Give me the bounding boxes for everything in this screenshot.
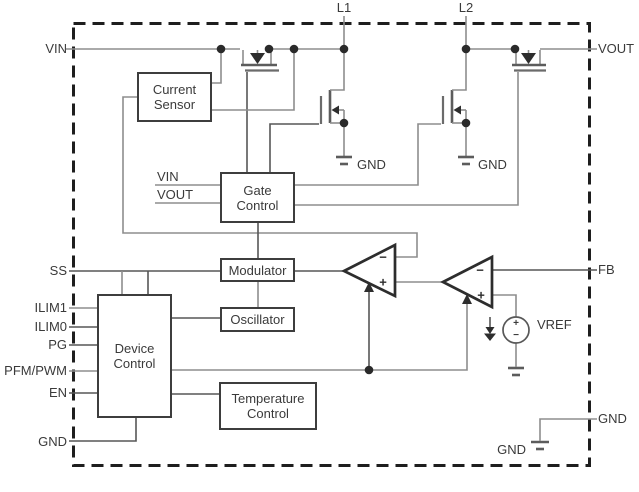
pin-l2: L2 (458, 0, 474, 15)
block-current-sensor: Current Sensor (137, 72, 212, 122)
vref-source (484, 316, 530, 344)
pin-gnd-right: GND (598, 411, 627, 426)
control-wires (172, 269, 597, 441)
pin-fb: FB (598, 262, 615, 277)
ground-symbol-switch1 (336, 155, 352, 166)
vref-minus-sign: − (513, 330, 519, 341)
junction-dots (216, 44, 520, 375)
input-pmos-switch (241, 50, 279, 172)
current-sensor-wires (122, 50, 418, 258)
pin-gnd-left: GND (38, 434, 67, 449)
block-current-sensor-label: Current Sensor (152, 82, 197, 112)
error-amplifier (340, 242, 397, 299)
ground-symbol-bottom (531, 440, 549, 451)
output-pmos-switch (295, 50, 546, 206)
nmos-switch-1 (269, 49, 345, 172)
block-device-control: Device Control (97, 294, 172, 418)
vref-plus-sign: + (513, 318, 519, 329)
pin-wires-left (69, 270, 220, 442)
pin-l1: L1 (336, 0, 352, 15)
block-device-control-label: Device Control (113, 341, 156, 371)
pin-ilim0: ILIM0 (34, 319, 67, 334)
block-oscillator: Oscillator (220, 307, 295, 332)
block-modulator-label: Modulator (228, 262, 287, 278)
pin-en: EN (48, 385, 67, 400)
mode-signal-wires (172, 282, 472, 371)
block-gate-control: Gate Control (220, 172, 295, 223)
power-rails (66, 16, 597, 50)
block-modulator: Modulator (220, 258, 295, 282)
ic-boundary (72, 22, 591, 467)
feedback-comparator (440, 254, 494, 310)
gnd-label-bottom: GND (497, 442, 526, 457)
gnd-label-switch2: GND (478, 157, 507, 172)
gate-control-vout-label: VOUT (157, 187, 194, 202)
pin-ss: SS (49, 263, 67, 278)
pin-ilim1: ILIM1 (34, 300, 67, 315)
vref-label: VREF (537, 317, 572, 332)
gate-control-vin-label: VIN (157, 169, 179, 184)
gate-control-wires (155, 184, 259, 258)
block-oscillator-label: Oscillator (230, 312, 285, 327)
ground-symbol-switch2 (458, 155, 474, 166)
comparator-plus-sign: + (477, 287, 485, 303)
pin-vin: VIN (45, 41, 67, 56)
block-temperature-control: Temperature Control (219, 382, 317, 430)
pin-vout: VOUT (598, 41, 635, 56)
block-temperature-control-label: Temperature Control (231, 391, 305, 421)
pin-pg: PG (48, 337, 67, 352)
ground-symbol-vref (508, 366, 524, 377)
pin-pfm-pwm: PFM/PWM (4, 363, 67, 378)
gnd-label-switch1: GND (357, 157, 386, 172)
comparator-minus-sign: − (476, 262, 484, 278)
error-amp-minus-sign: − (379, 249, 387, 265)
error-amp-plus-sign: + (379, 274, 387, 290)
block-gate-control-label: Gate Control (236, 182, 279, 213)
